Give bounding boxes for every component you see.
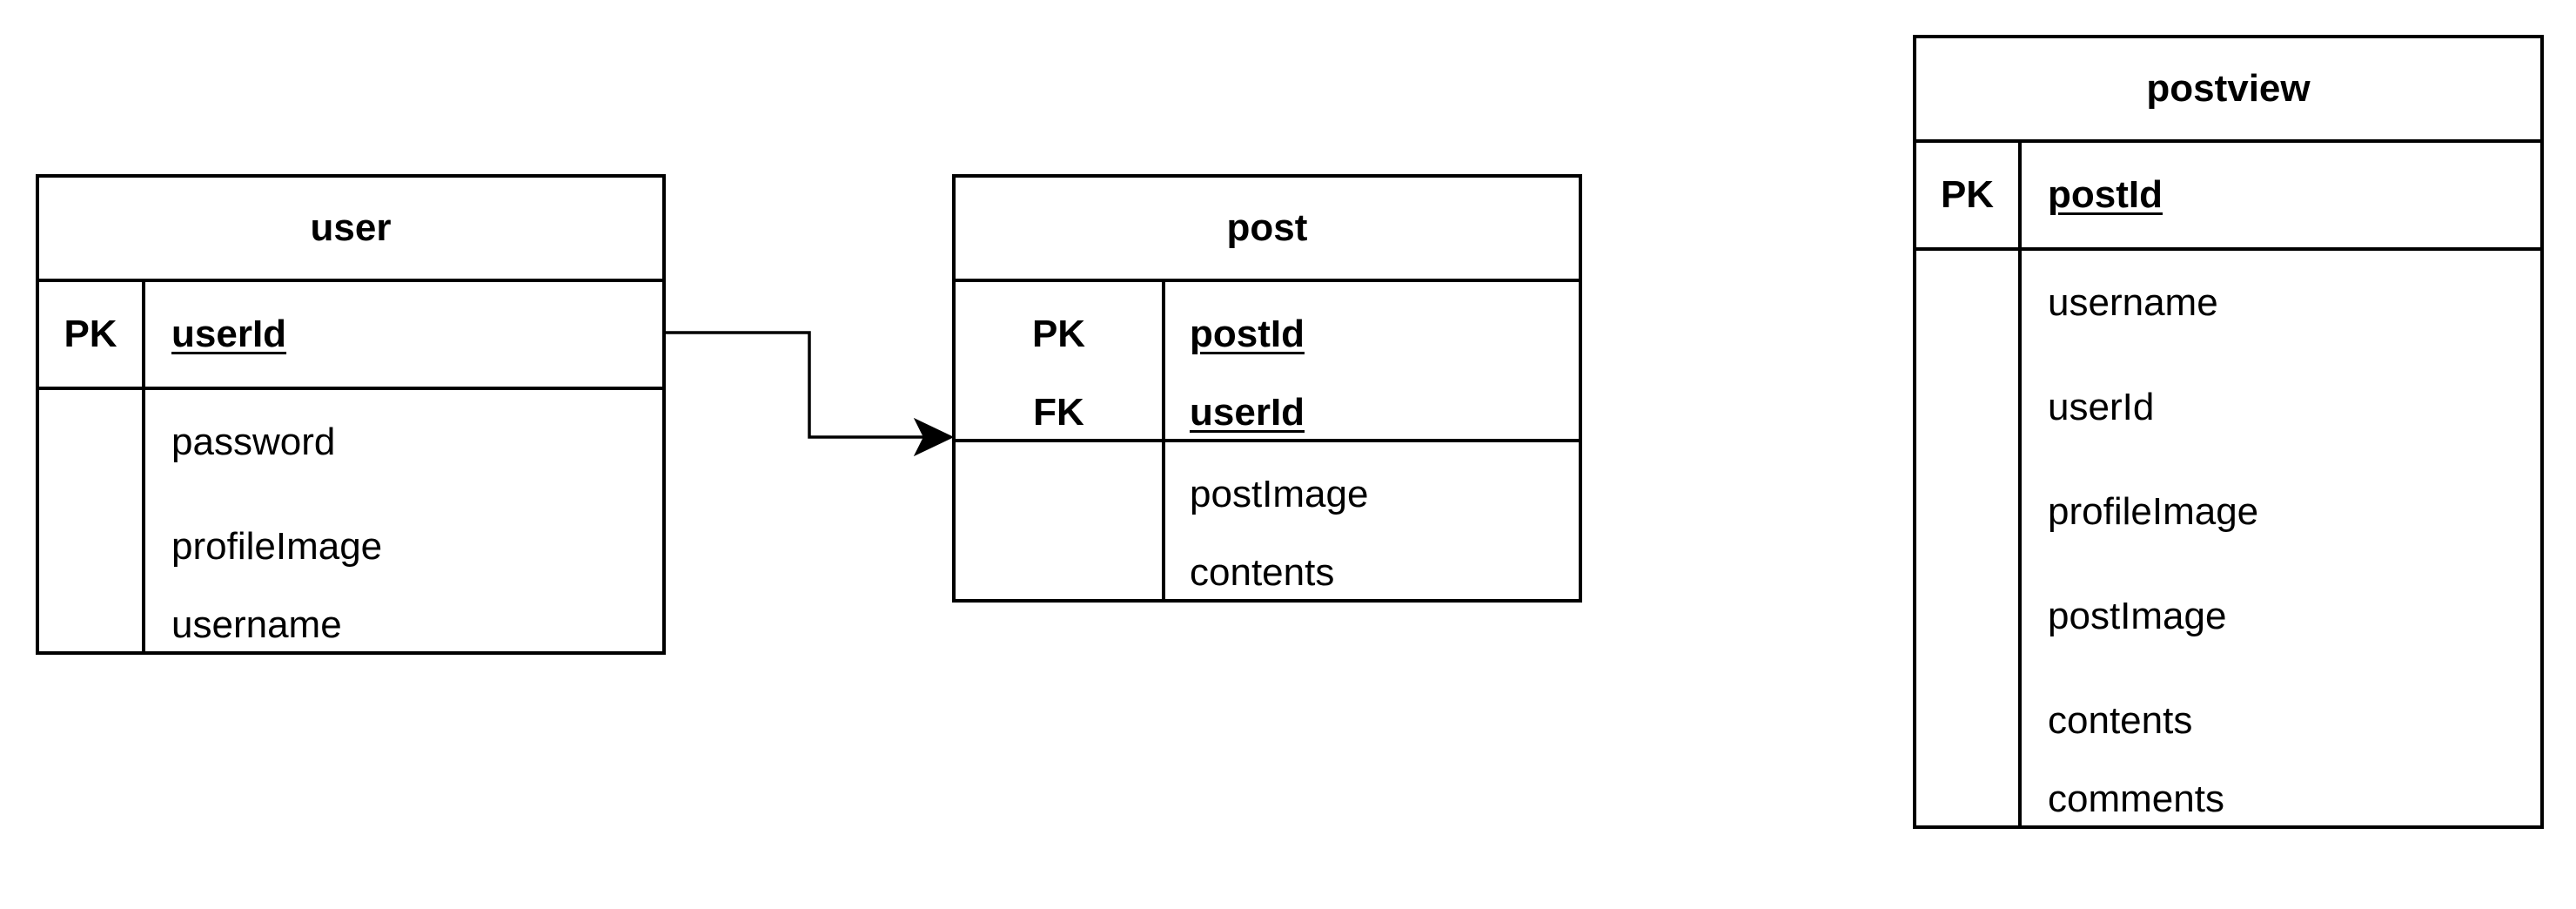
key-field-name: userId xyxy=(171,313,287,355)
attribute-field[interactable]: username xyxy=(171,603,342,646)
entity-user[interactable]: user PK userId password profileImage use… xyxy=(36,174,666,655)
key-column xyxy=(1916,251,2022,825)
relationship-line-user-post xyxy=(666,331,924,439)
entity-post[interactable]: post PK FK postId userId postImage conte… xyxy=(952,174,1582,603)
key-tag: PK xyxy=(1031,313,1086,355)
key-column: PK xyxy=(39,282,145,387)
key-field-name: postId xyxy=(1190,313,1305,355)
key-field[interactable]: postId xyxy=(2022,143,2540,247)
key-field-name: postId xyxy=(2048,173,2163,216)
key-section: PK userId xyxy=(39,282,662,390)
key-section: PK FK postId userId xyxy=(956,282,1579,442)
key-tag: PK xyxy=(1940,173,1995,216)
entity-postview[interactable]: postview PK postId username userId profi… xyxy=(1913,35,2544,829)
attribute-field[interactable]: postImage xyxy=(1190,473,1369,515)
entity-title: postview xyxy=(1916,38,2540,143)
attribute-field[interactable]: comments xyxy=(2048,778,2224,820)
key-tag: FK xyxy=(1033,391,1084,434)
attribute-field[interactable]: profileImage xyxy=(2048,490,2259,533)
arrowhead-icon xyxy=(913,417,955,457)
key-column xyxy=(956,442,1165,599)
attribute-section: username userId profileImage postImage c… xyxy=(1916,251,2540,825)
attribute-column: username userId profileImage postImage c… xyxy=(2022,251,2540,825)
key-column xyxy=(39,390,145,651)
attribute-column: postImage contents xyxy=(1165,442,1579,599)
attribute-section: password profileImage username xyxy=(39,390,662,651)
attribute-field[interactable]: userId xyxy=(2048,386,2155,428)
key-tag: PK xyxy=(64,313,117,355)
attribute-section: postImage contents xyxy=(956,442,1579,599)
attribute-field[interactable]: username xyxy=(2048,281,2218,324)
attribute-field[interactable]: contents xyxy=(1190,551,1335,594)
key-field-name: userId xyxy=(1190,391,1305,434)
key-column: PK FK xyxy=(956,282,1165,439)
attribute-field[interactable]: postImage xyxy=(2048,595,2227,637)
attribute-field[interactable]: profileImage xyxy=(171,525,383,568)
attribute-column: password profileImage username xyxy=(145,390,662,651)
attribute-field[interactable]: contents xyxy=(2048,699,2193,742)
key-field[interactable]: userId xyxy=(1165,387,1579,439)
entity-title: post xyxy=(956,178,1579,282)
key-column: PK xyxy=(1916,143,2022,247)
key-name-column: postId xyxy=(2022,143,2540,247)
key-field[interactable]: postId xyxy=(1165,282,1579,387)
key-name-column: userId xyxy=(145,282,662,387)
key-name-column: postId userId xyxy=(1165,282,1579,439)
entity-title: user xyxy=(39,178,662,282)
key-section: PK postId xyxy=(1916,143,2540,251)
attribute-field[interactable]: password xyxy=(171,421,336,463)
key-field[interactable]: userId xyxy=(145,282,662,387)
